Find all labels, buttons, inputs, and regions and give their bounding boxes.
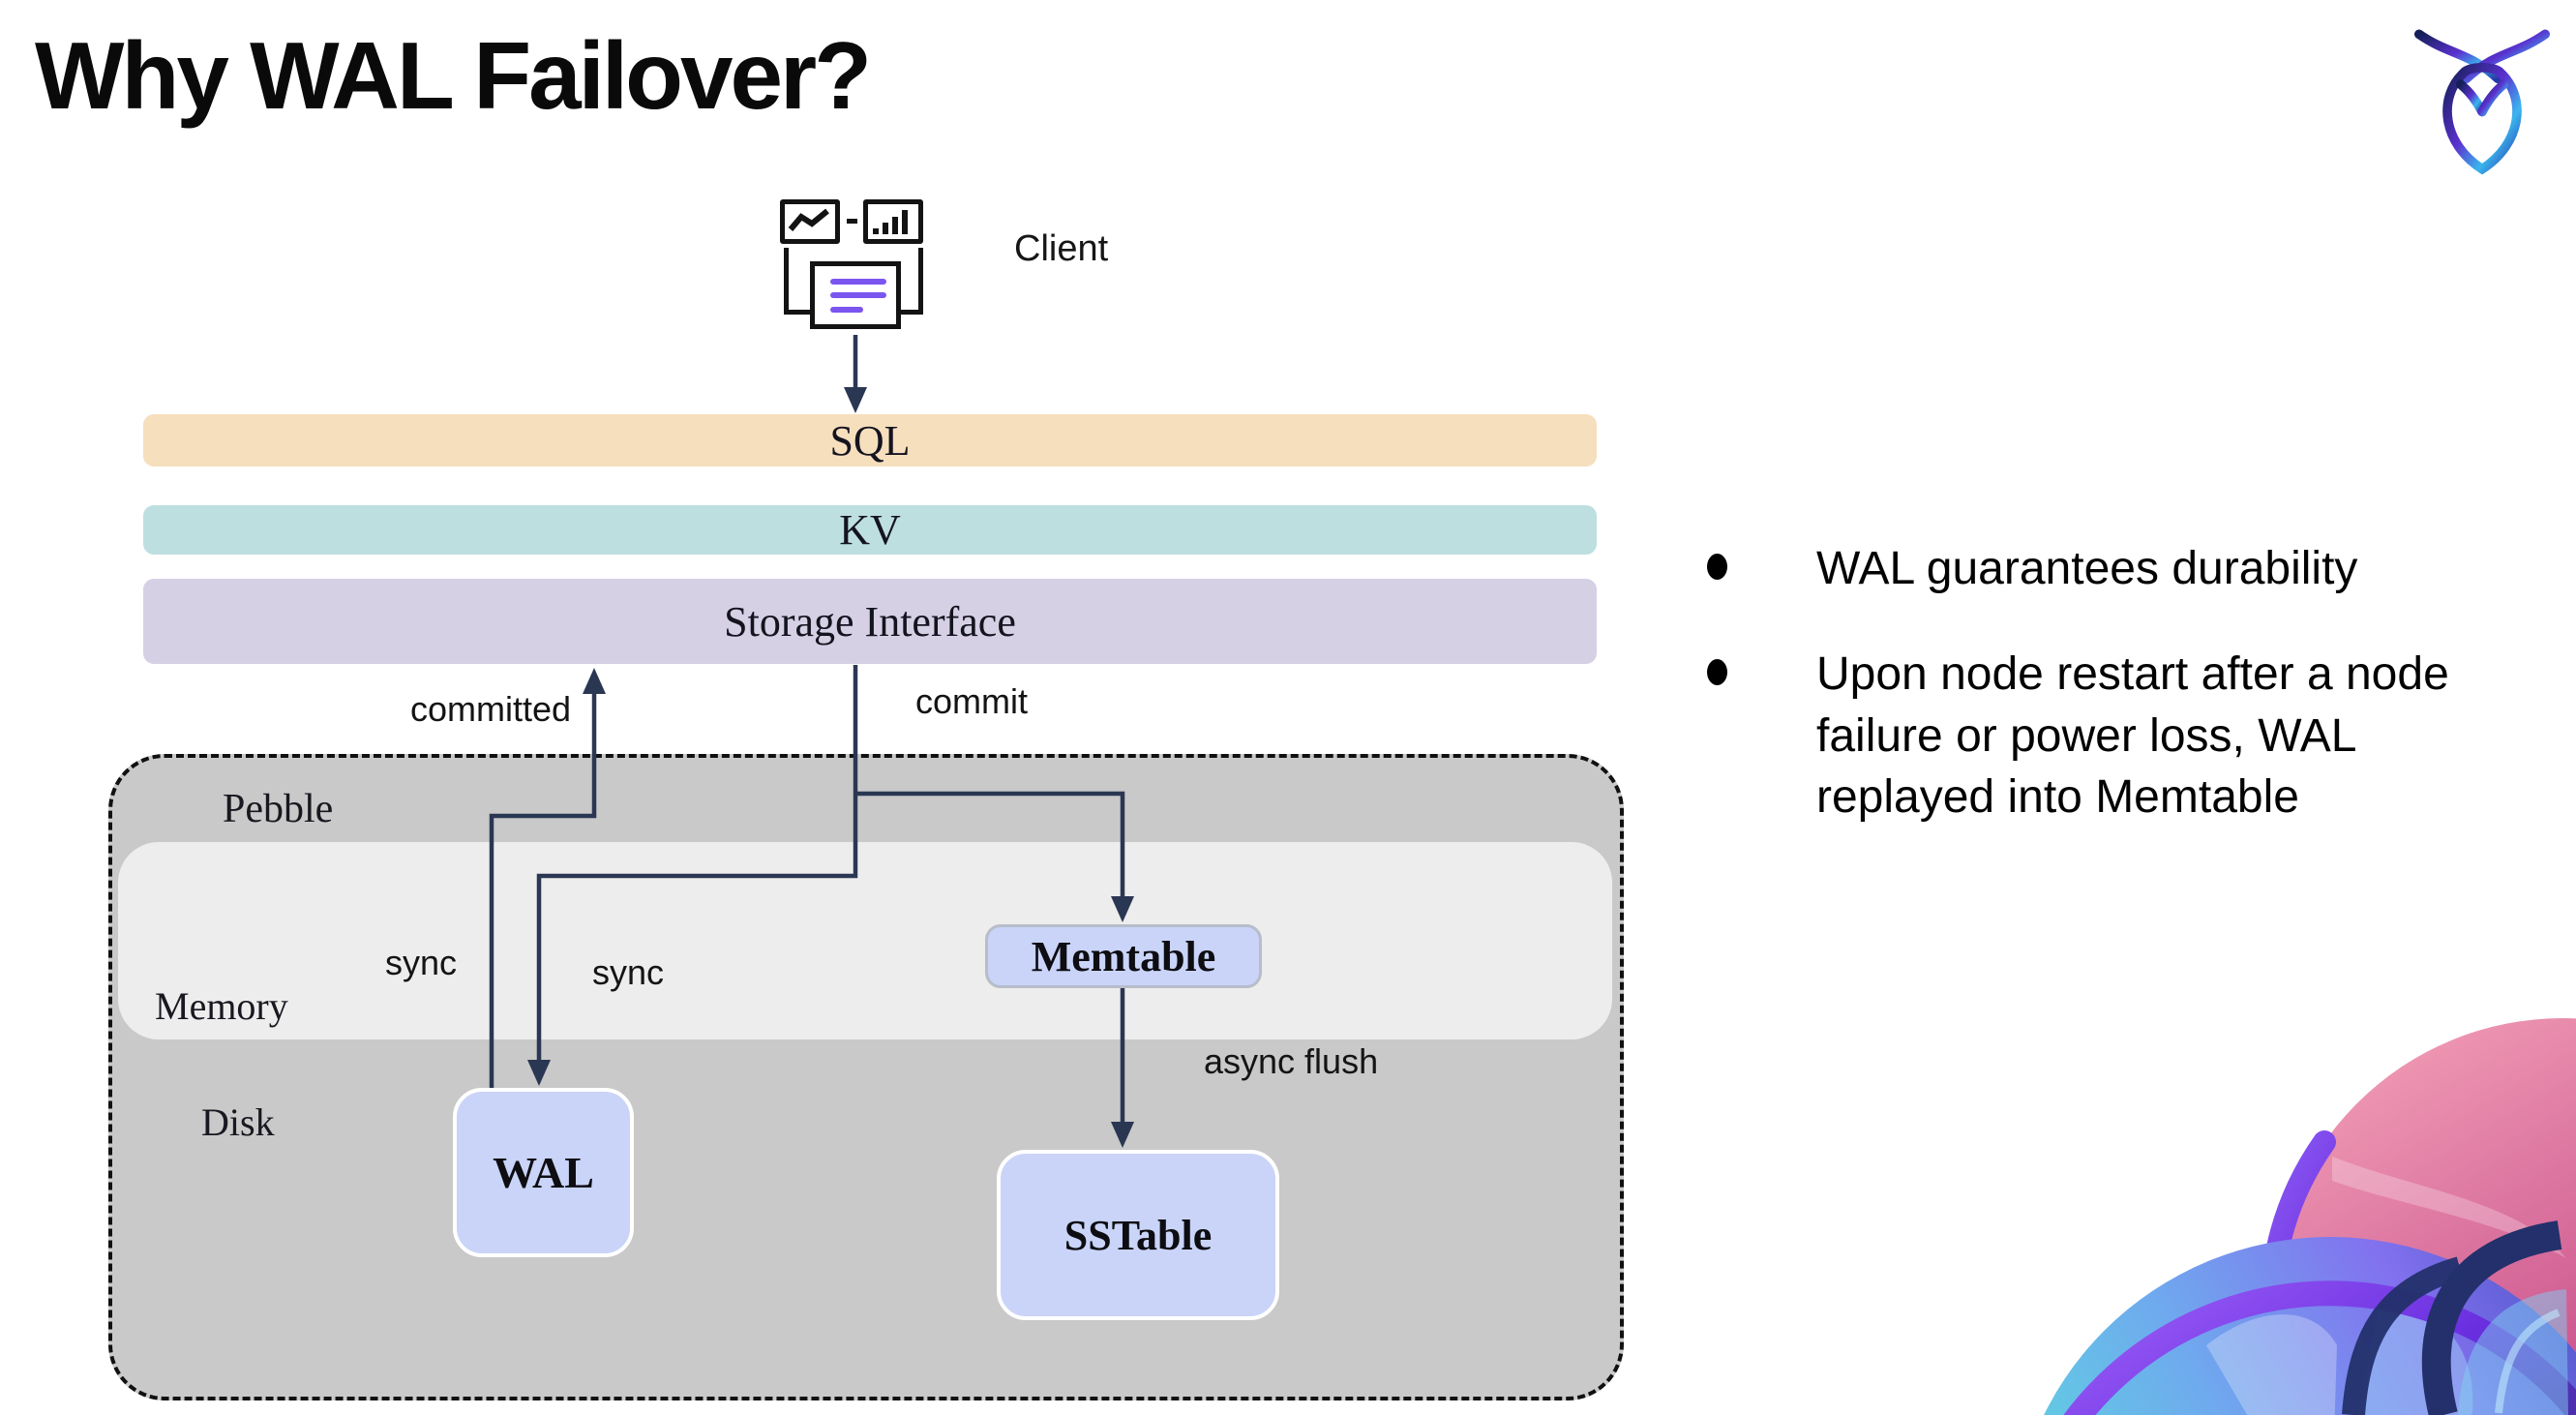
document-line [830, 279, 886, 285]
bullet-item: WAL guarantees durability [1707, 538, 2510, 599]
bullet-dot [1707, 554, 1727, 580]
memory-label: Memory [155, 984, 288, 1028]
layer-kv: KV [143, 505, 1597, 555]
bracket-right-icon [897, 248, 923, 315]
node-memtable: Memtable [985, 924, 1262, 988]
node-wal-label: WAL [493, 1148, 594, 1197]
memory-band [118, 842, 1612, 1039]
layer-sql: SQL [143, 414, 1597, 467]
layer-sql-label: SQL [829, 416, 911, 465]
document-line [830, 307, 863, 313]
node-sstable-label: SSTable [1063, 1211, 1213, 1259]
node-wal: WAL [453, 1088, 634, 1257]
edge-label-sync-left: sync [385, 943, 458, 982]
bullet-dot [1707, 659, 1727, 686]
node-memtable-label: Memtable [1031, 932, 1216, 980]
document-line [830, 292, 886, 298]
edge-label-committed: committed [410, 689, 572, 729]
client-icon [780, 197, 927, 335]
dash-icon [847, 219, 857, 224]
bullet-list: WAL guarantees durability Upon node rest… [1707, 538, 2510, 872]
bullet-text: Upon node restart after a node failure o… [1816, 648, 2449, 824]
bracket-left-icon [784, 248, 810, 315]
arrowhead-sql [844, 387, 867, 413]
layer-kv-label: KV [839, 506, 901, 554]
chart-bars-icon [863, 199, 923, 244]
bullet-text: WAL guarantees durability [1816, 543, 2358, 594]
document-icon [810, 261, 901, 329]
chart-line-icon [780, 199, 840, 244]
brand-art [2044, 1018, 2576, 1415]
page-title: Why WAL Failover? [35, 22, 872, 129]
layer-storage-interface: Storage Interface [143, 579, 1597, 664]
pebble-label: Pebble [223, 787, 334, 831]
edge-label-commit: commit [915, 681, 1028, 721]
disk-label: Disk [201, 1100, 275, 1144]
edge-label-sync-right: sync [592, 952, 665, 992]
node-sstable: SSTable [997, 1150, 1279, 1320]
layer-storage-label: Storage Interface [724, 597, 1016, 646]
arrowhead-committed [583, 668, 606, 694]
client-label: Client [1014, 228, 1109, 269]
edge-label-async-flush: async flush [1204, 1041, 1379, 1081]
bullet-item: Upon node restart after a node failure o… [1707, 644, 2510, 828]
cockroachdb-logo-icon [2413, 29, 2551, 175]
